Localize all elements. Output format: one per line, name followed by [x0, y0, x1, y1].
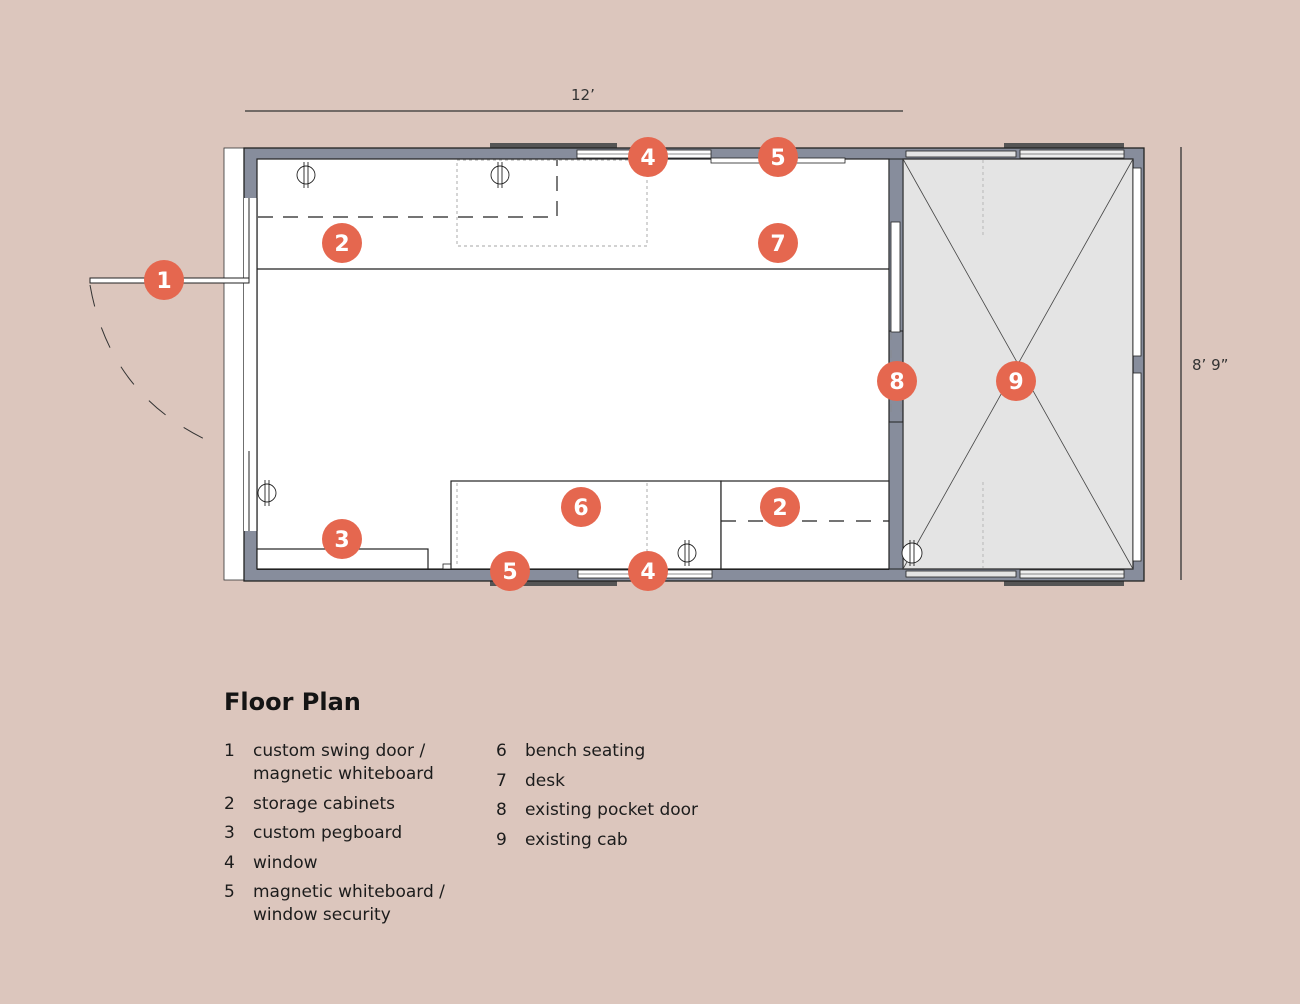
- legend-text: existing cab: [525, 829, 628, 850]
- legend-text: storage cabinets: [253, 793, 396, 814]
- legend-item: 9 existing cab: [496, 829, 698, 852]
- legend-column-2: 6 bench seating 7 desk 8 existing pocket do…: [496, 740, 698, 858]
- partition-wall: [888, 421, 904, 570]
- legend-number: 3: [224, 823, 235, 843]
- window-shade: [490, 580, 617, 586]
- height-dimension-label: 8’ 9”: [1192, 356, 1229, 374]
- legend-number: 5: [224, 882, 235, 902]
- door-swing-arc: [89, 284, 221, 447]
- legend-number: 6: [496, 741, 507, 761]
- window-shade: [490, 143, 617, 149]
- marker-2b: 2: [760, 487, 800, 527]
- svg-text:4: 4: [640, 560, 655, 585]
- legend-text: custom swing door / magnetic whiteboard: [253, 741, 434, 784]
- storage-cabinet-bottom: [720, 480, 890, 570]
- legend-column-1: 1 custom swing door / magnetic whiteboard…: [224, 740, 445, 934]
- legend-text: custom pegboard: [253, 823, 403, 843]
- svg-text:1: 1: [156, 269, 171, 294]
- marker-5b: 5: [490, 551, 530, 591]
- legend-number: 1: [224, 741, 235, 761]
- marker-5a: 5: [758, 137, 798, 177]
- marker-6: 6: [561, 487, 601, 527]
- outlet-icon: [257, 480, 277, 506]
- legend-number: 9: [496, 829, 507, 850]
- legend-item: 3 custom pegboard: [224, 822, 445, 845]
- plan-markers: 1 2 2 3 4 4 5 5 6 7 8 9: [144, 137, 1036, 591]
- svg-text:9: 9: [1008, 370, 1023, 395]
- svg-text:7: 7: [770, 232, 785, 257]
- marker-9: 9: [996, 361, 1036, 401]
- legend-text: window: [253, 852, 318, 873]
- marker-8: 8: [877, 361, 917, 401]
- legend-item: 2 storage cabinets: [224, 793, 445, 816]
- svg-text:6: 6: [573, 496, 588, 521]
- legend-title: Floor Plan: [224, 688, 361, 716]
- marker-2a: 2: [322, 223, 362, 263]
- legend-number: 8: [496, 800, 507, 820]
- width-dimension-label: 12’: [571, 86, 595, 104]
- legend-item: 5 magnetic whiteboard / window security: [224, 881, 445, 927]
- legend-item: 1 custom swing door / magnetic whiteboard: [224, 740, 445, 786]
- svg-text:5: 5: [770, 146, 785, 171]
- marker-4a: 4: [628, 137, 668, 177]
- marker-3: 3: [322, 519, 362, 559]
- legend-number: 2: [224, 793, 235, 814]
- svg-text:8: 8: [889, 370, 904, 395]
- outlet-icon: [296, 162, 316, 188]
- legend-item: 8 existing pocket door: [496, 799, 698, 822]
- outlet-icon: [490, 162, 510, 188]
- svg-text:2: 2: [772, 496, 787, 521]
- legend-number: 7: [496, 770, 507, 791]
- marker-1: 1: [144, 260, 184, 300]
- marker-7: 7: [758, 223, 798, 263]
- svg-text:3: 3: [334, 528, 349, 553]
- legend-text: magnetic whiteboard / window security: [253, 882, 445, 925]
- svg-text:2: 2: [334, 232, 349, 257]
- window-shade: [1004, 143, 1124, 149]
- outlet-icon: [677, 540, 697, 566]
- svg-text:4: 4: [640, 146, 655, 171]
- svg-text:5: 5: [502, 560, 517, 585]
- pocket-door: [890, 221, 901, 333]
- legend-text: existing pocket door: [525, 800, 699, 820]
- legend-text: desk: [525, 770, 565, 791]
- window-shade: [1004, 580, 1124, 586]
- legend-number: 4: [224, 852, 235, 873]
- marker-4b: 4: [628, 551, 668, 591]
- legend-text: bench seating: [525, 741, 646, 761]
- outlet-icon: [901, 540, 923, 566]
- legend-item: 7 desk: [496, 770, 698, 793]
- legend-item: 6 bench seating: [496, 740, 698, 763]
- legend-item: 4 window: [224, 852, 445, 875]
